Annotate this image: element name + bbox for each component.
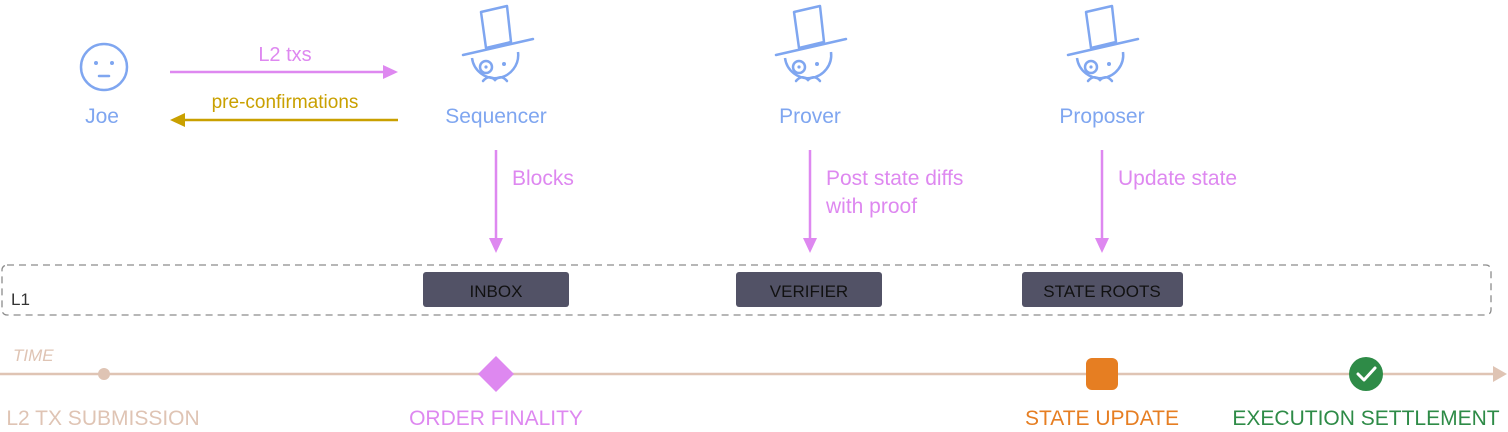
actor-prover: Prover	[779, 105, 841, 128]
l2-txs-arrow	[170, 65, 398, 79]
update-state-arrow	[1095, 150, 1109, 253]
l1-layer-box	[1, 264, 1492, 316]
state-update-square-icon	[1086, 358, 1118, 390]
state-roots-contract-box	[1022, 272, 1183, 307]
proposer-hat-icon	[1066, 4, 1140, 83]
inbox-contract-box	[423, 272, 569, 307]
l2-txs-label: L2 txs	[258, 44, 311, 66]
with-proof-label: with proof	[825, 195, 917, 218]
submission-marker	[98, 368, 110, 380]
order-finality-diamond-icon	[478, 356, 514, 392]
time-axis	[0, 366, 1507, 382]
verifier-contract-label: VERIFIER	[770, 282, 848, 301]
joe-face-icon	[79, 42, 129, 92]
inbox-contract-label: INBOX	[470, 282, 523, 301]
post-state-diffs-label: Post state diffs	[826, 167, 963, 190]
pre-confirmations-label: pre-confirmations	[212, 92, 359, 113]
prover-hat-icon	[774, 4, 848, 83]
blocks-arrow	[489, 150, 503, 253]
actor-sequencer: Sequencer	[445, 105, 547, 128]
milestone-order-finality: ORDER FINALITY	[409, 407, 583, 430]
pre-confirmations-arrow	[170, 113, 398, 127]
actor-proposer: Proposer	[1059, 105, 1144, 128]
verifier-contract-box	[736, 272, 882, 307]
milestone-state-update: STATE UPDATE	[1025, 407, 1179, 430]
actor-joe: Joe	[85, 105, 119, 128]
l1-label: L1	[11, 290, 30, 309]
blocks-label: Blocks	[512, 167, 574, 190]
time-label: TIME	[13, 346, 54, 365]
milestone-execution-settlement: EXECUTION SETTLEMENT	[1232, 407, 1499, 430]
post-state-diffs-arrow	[803, 150, 817, 253]
update-state-label: Update state	[1118, 167, 1237, 190]
settlement-check-icon	[1349, 357, 1383, 391]
state-roots-contract-label: STATE ROOTS	[1043, 282, 1160, 301]
sequencer-hat-icon	[461, 4, 535, 83]
milestone-l2-tx-submission: L2 TX SUBMISSION	[6, 407, 199, 430]
